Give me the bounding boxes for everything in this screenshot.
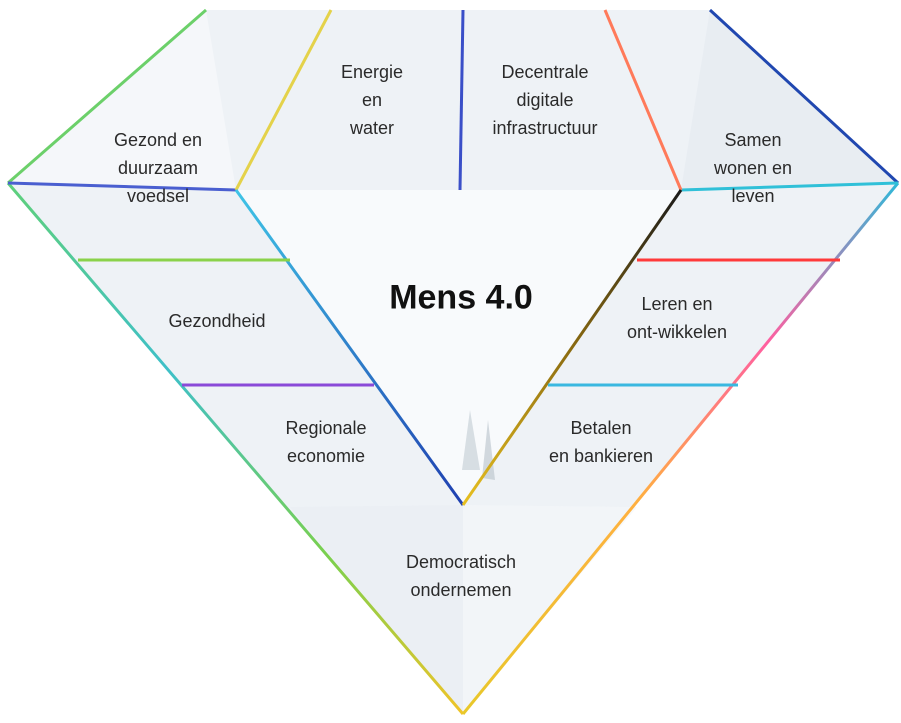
segment-betalen: Betalen en bankieren bbox=[548, 418, 654, 466]
segment-energie-water: Energie en water bbox=[340, 62, 404, 138]
segment-samen-wonen: Samen wonen en leven bbox=[713, 130, 793, 206]
segment-gezond-voedsel: Gezond en duurzaam voedsel bbox=[113, 130, 203, 206]
segment-regionale-economie: Regionale economie bbox=[285, 418, 367, 466]
segment-gezondheid: Gezondheid bbox=[168, 311, 266, 332]
segment-decentrale-infra: Decentrale digitale infrastructuur bbox=[492, 62, 598, 138]
segment-leren: Leren en ont-wikkelen bbox=[626, 294, 728, 342]
segment-democratisch: Democratisch ondernemen bbox=[405, 552, 517, 600]
diagram-title: Mens 4.0 bbox=[389, 278, 533, 317]
